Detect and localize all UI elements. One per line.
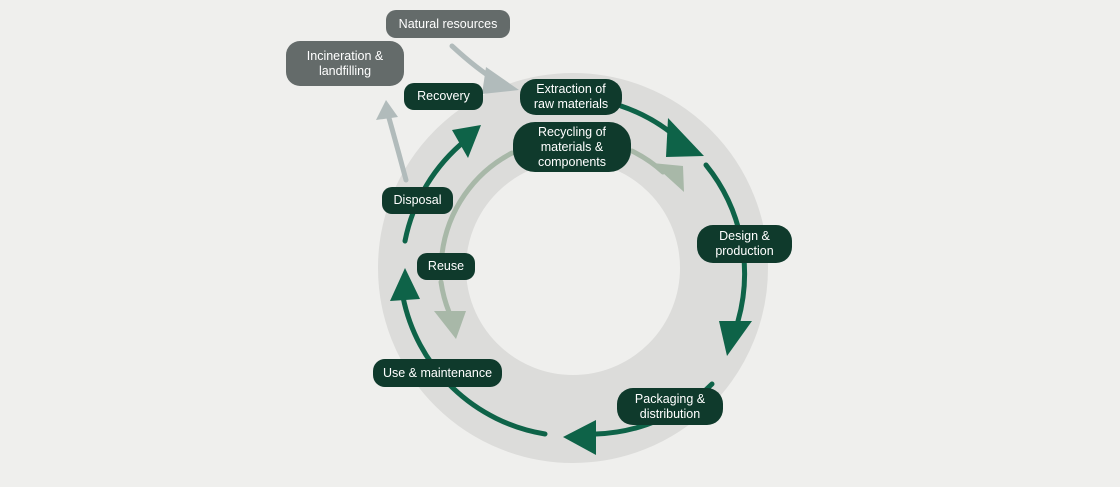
node-reuse: Reuse (417, 253, 475, 280)
node-natural-resources-label: Natural resources (398, 16, 498, 31)
node-design-label: Design & production (715, 229, 774, 258)
arrowhead-reuse (434, 311, 466, 339)
arrowhead-packaging (719, 321, 752, 356)
node-use-maintenance: Use & maintenance (373, 359, 502, 387)
node-design-production: Design & production (697, 225, 792, 263)
arrowhead-recovery (376, 100, 398, 120)
arrowhead-extraction (452, 125, 481, 158)
arrowhead-disposal (390, 268, 420, 301)
node-extraction: Extraction of raw materials (520, 79, 622, 115)
outer-cycle-heads (390, 118, 752, 455)
arrow-use-to-disposal (400, 294, 548, 437)
node-packaging-label: Packaging & distribution (634, 391, 706, 421)
node-disposal: Disposal (382, 187, 453, 214)
node-recycling: Recycling of materials & components (513, 122, 631, 172)
arrow-disposal-to-extraction (402, 137, 469, 244)
node-recovery: Recovery (404, 83, 483, 110)
node-incineration-label: Incineration & landfilling (306, 48, 384, 78)
arrow-disposal-to-recovery (386, 115, 409, 183)
arrowhead-recycling (652, 163, 684, 192)
node-incineration-landfilling: Incineration & landfilling (286, 41, 404, 86)
node-reuse-label: Reuse (427, 259, 465, 273)
grey-arrow-heads (376, 67, 519, 120)
node-recovery-label: Recovery (417, 89, 470, 103)
arrow-inner-left (439, 150, 515, 257)
node-packaging-distribution: Packaging & distribution (617, 388, 723, 425)
inner-cycle-heads (434, 163, 684, 339)
node-use-label: Use & maintenance (382, 365, 493, 380)
node-recycling-label: Recycling of materials & components (537, 124, 607, 169)
node-disposal-label: Disposal (393, 193, 442, 207)
arrowhead-design (666, 118, 704, 157)
arrowhead-use (563, 420, 596, 455)
arrowhead-natural-resources (482, 67, 519, 94)
node-natural-resources: Natural resources (386, 10, 510, 38)
node-extraction-label: Extraction of raw materials (533, 82, 609, 111)
